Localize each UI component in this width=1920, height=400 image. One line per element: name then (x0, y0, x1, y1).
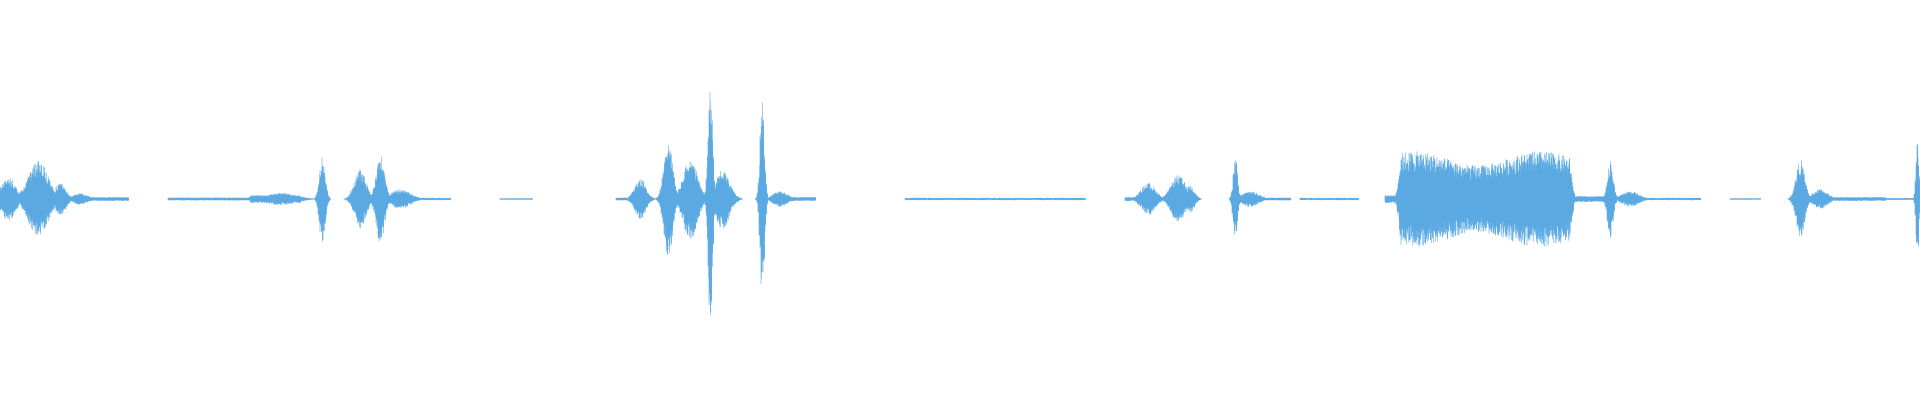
waveform-trace (0, 91, 1920, 316)
